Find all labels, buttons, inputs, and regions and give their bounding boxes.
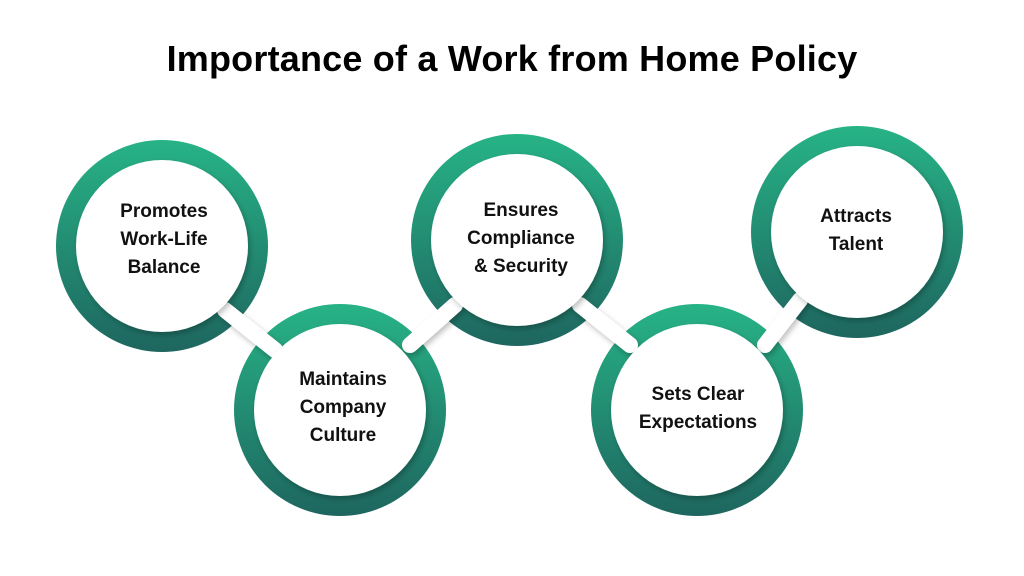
node-label-clear-expectations: Sets Clear Expectations	[638, 384, 758, 433]
node-label-compliance-security: Ensures Compliance & Security	[467, 200, 575, 277]
disc-4	[611, 324, 783, 496]
disc-3	[431, 154, 603, 326]
disc-2	[254, 324, 426, 496]
disc-5	[771, 146, 943, 318]
node-label-company-culture: Maintains Company Culture	[299, 369, 387, 446]
connectors	[217, 292, 808, 358]
page-title: Importance of a Work from Home Policy	[166, 38, 858, 79]
disc-1	[76, 160, 248, 332]
node-label-attracts-talent: Attracts Talent	[820, 206, 892, 255]
node-label-work-life-balance: Promotes Work-Life Balance	[120, 201, 208, 278]
